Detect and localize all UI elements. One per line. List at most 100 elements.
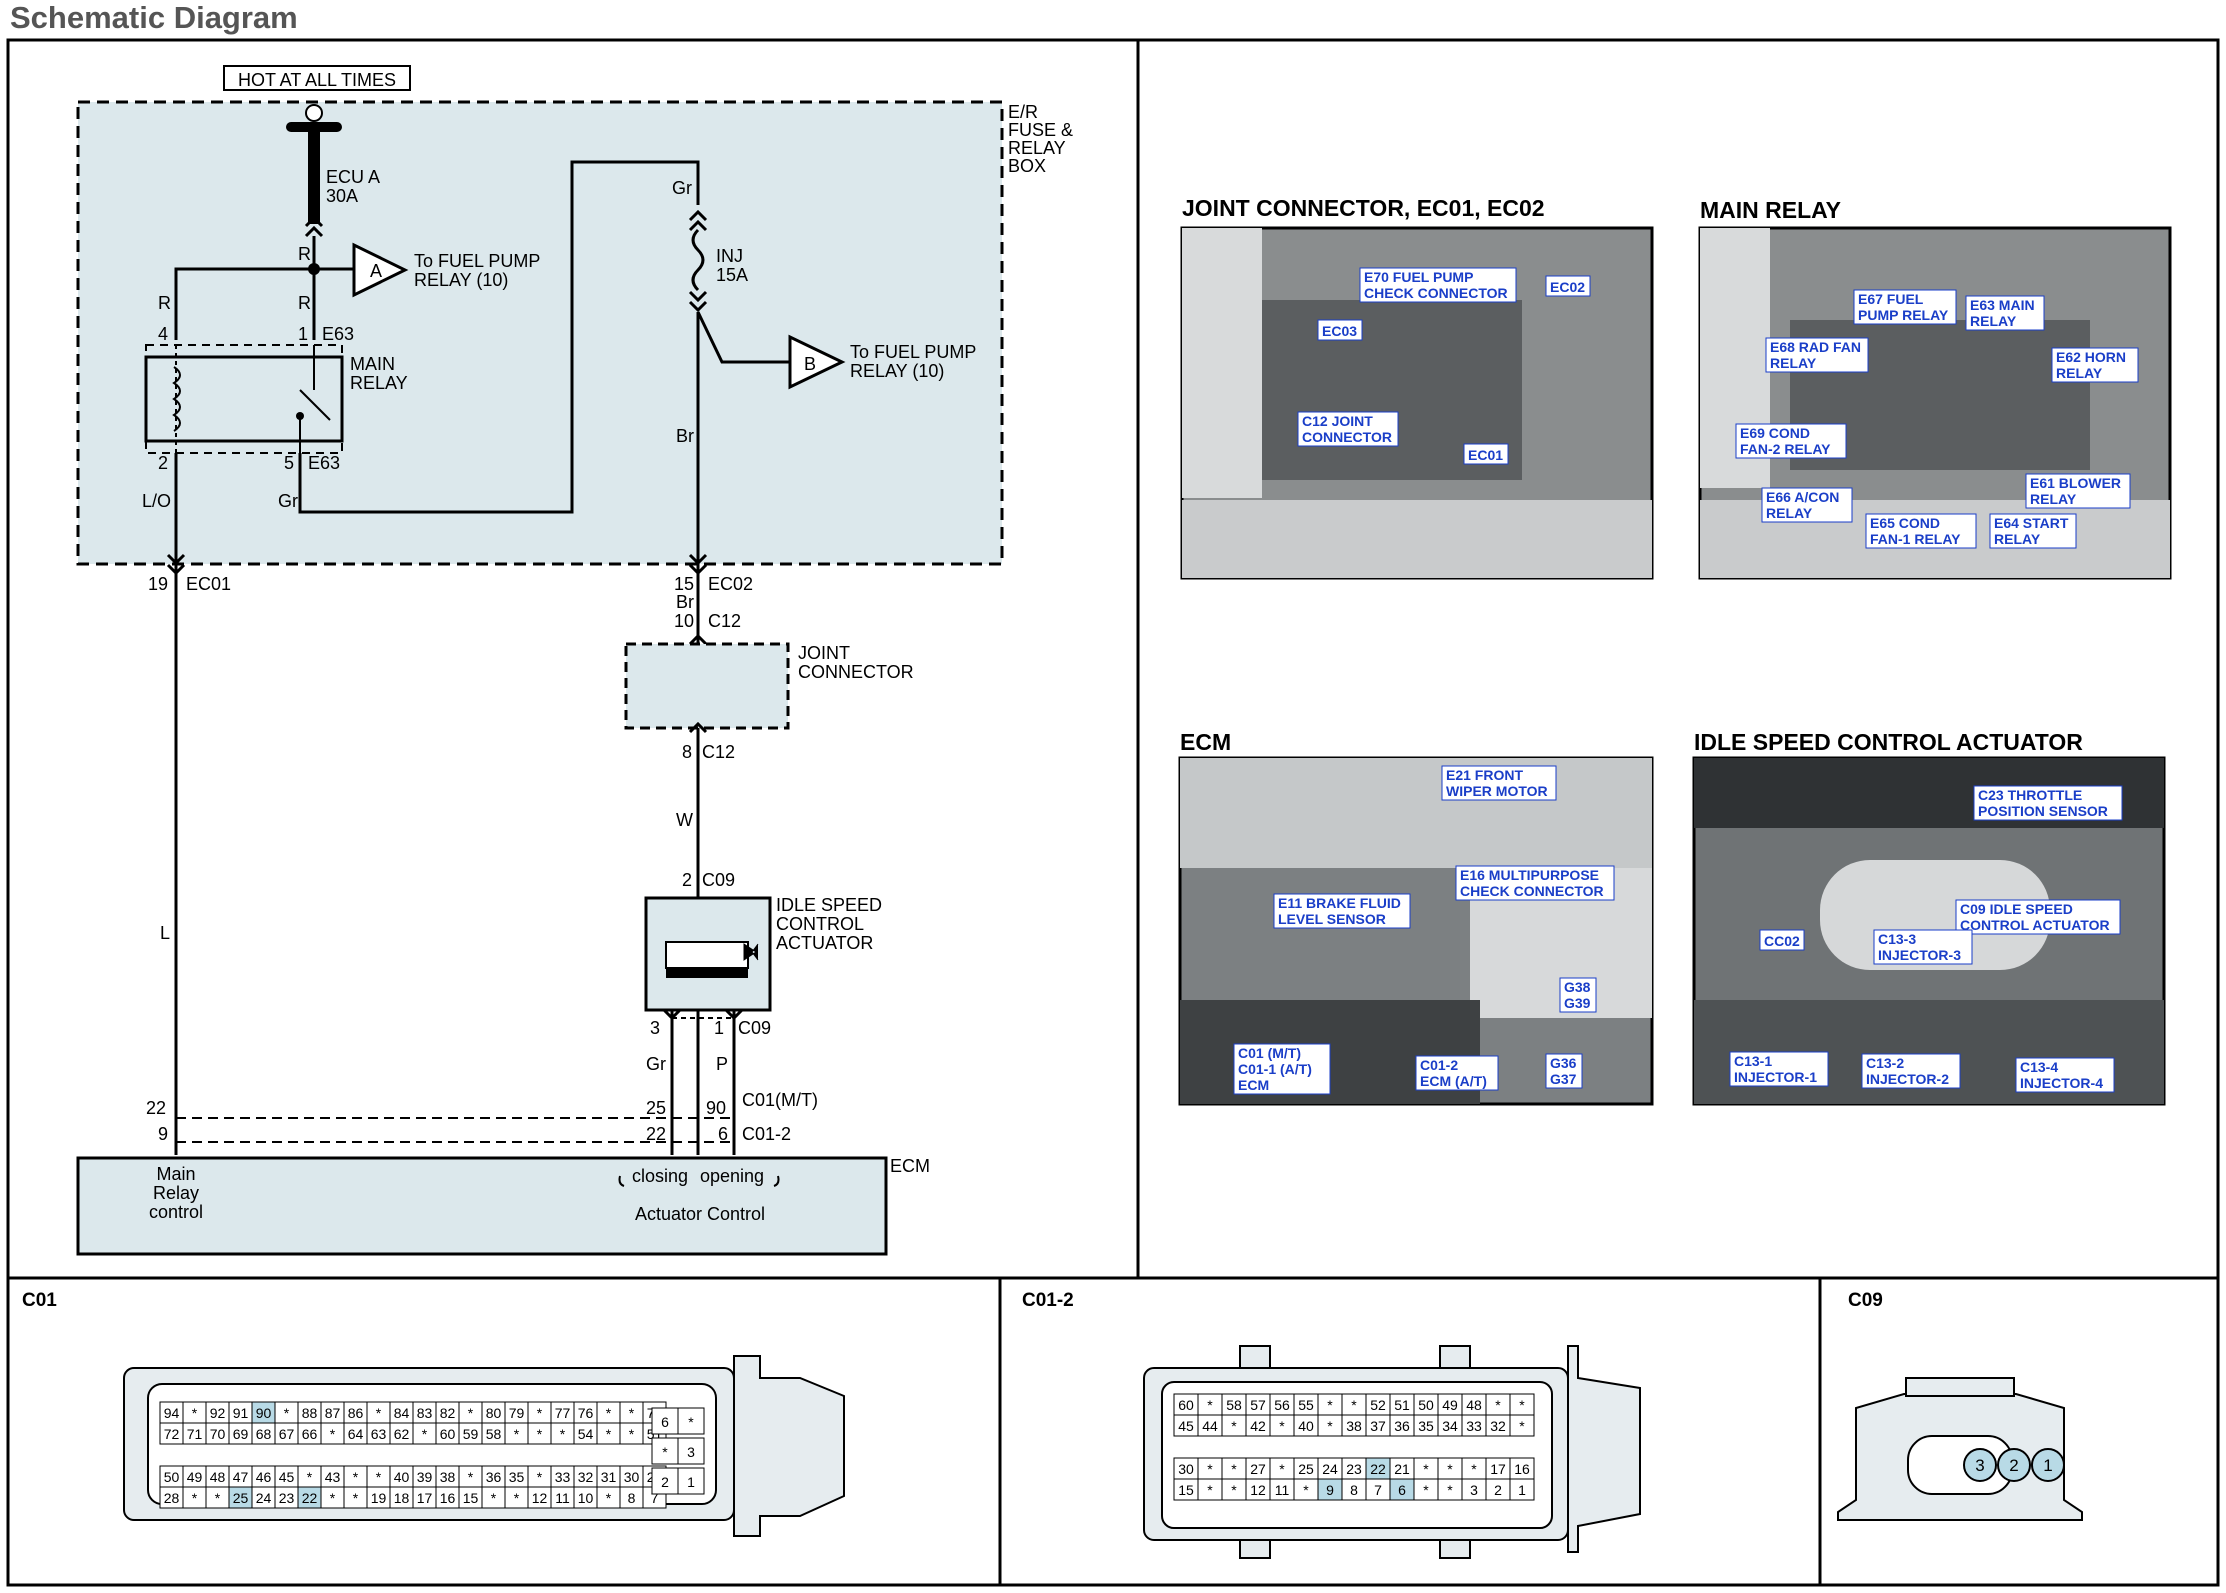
svg-text:C12 JOINT: C12 JOINT (1302, 413, 1373, 429)
pin-label: 8 (628, 1490, 636, 1506)
pin-label: 7 (1374, 1482, 1382, 1498)
svg-text:RELAY: RELAY (350, 373, 408, 393)
pin-label: 48 (210, 1469, 226, 1485)
svg-text:3: 3 (1975, 1456, 1984, 1475)
svg-text:E/R: E/R (1008, 102, 1038, 122)
pin-label: 6 (1398, 1482, 1406, 1498)
svg-text:FUSE &: FUSE & (1008, 120, 1073, 140)
pin-label: 68 (256, 1426, 272, 1442)
pin-label: * (1231, 1461, 1237, 1477)
svg-text:C13-1: C13-1 (1734, 1053, 1772, 1069)
pin-label: 7 (651, 1490, 659, 1506)
pin-label: 90 (256, 1405, 272, 1421)
pin-label: * (284, 1405, 290, 1421)
svg-text:E66 A/CON: E66 A/CON (1766, 489, 1839, 505)
svg-text:ECU A: ECU A (326, 167, 380, 187)
pin-label: 2 (1494, 1482, 1502, 1498)
pin-label: 79 (509, 1405, 525, 1421)
svg-text:CHECK CONNECTOR: CHECK CONNECTOR (1364, 285, 1508, 301)
pin-label: * (1303, 1482, 1309, 1498)
svg-text:CONNECTOR: CONNECTOR (1302, 429, 1392, 445)
pin-label: 42 (1250, 1418, 1266, 1434)
side-pin-cell (677, 1407, 705, 1435)
pin-label: 21 (1394, 1461, 1410, 1477)
pin-label: 57 (1250, 1397, 1266, 1413)
pin-label: 59 (463, 1426, 479, 1442)
photo-joint-connector: JOINT CONNECTOR, EC01, EC02 E70 FUEL PUM… (1180, 195, 1654, 580)
svg-text:C13-4: C13-4 (2020, 1059, 2058, 1075)
pin-label: 77 (555, 1405, 571, 1421)
pin-label: 11 (555, 1490, 570, 1506)
pin-label: * (1279, 1418, 1285, 1434)
pin-label: 32 (1490, 1418, 1506, 1434)
svg-text:E69 COND: E69 COND (1740, 425, 1810, 441)
pin-label: 67 (279, 1426, 295, 1442)
pin-label: * (1207, 1482, 1213, 1498)
svg-text:G36: G36 (1550, 1055, 1577, 1071)
pin-label: * (1351, 1397, 1357, 1413)
pin-label: 48 (1466, 1397, 1482, 1413)
pin-label: * (192, 1405, 198, 1421)
svg-text:C01 (M/T): C01 (M/T) (1238, 1045, 1301, 1061)
svg-text:PUMP RELAY: PUMP RELAY (1858, 307, 1949, 323)
pin-label: 70 (210, 1426, 226, 1442)
svg-text:INJECTOR-2: INJECTOR-2 (1866, 1071, 1949, 1087)
pin-label: 3 (1470, 1482, 1478, 1498)
svg-text:30A: 30A (326, 186, 358, 206)
svg-text:2: 2 (2009, 1456, 2018, 1475)
svg-text:BOX: BOX (1008, 156, 1046, 176)
svg-text:C09: C09 (1848, 1290, 1883, 1311)
svg-text:RELAY: RELAY (2030, 491, 2077, 507)
svg-text:EC02: EC02 (1550, 279, 1585, 295)
pin-label: 23 (1346, 1461, 1362, 1477)
pin-label: 16 (1514, 1461, 1530, 1477)
svg-text:E64 START: E64 START (1994, 515, 2069, 531)
hot-at-all-times-label: HOT AT ALL TIMES (238, 70, 396, 90)
pin-label: 91 (233, 1405, 249, 1421)
svg-text:RELAY: RELAY (1766, 505, 1813, 521)
pin-label: * (1495, 1397, 1501, 1413)
svg-text:FAN-2 RELAY: FAN-2 RELAY (1740, 441, 1831, 457)
svg-text:19: 19 (148, 574, 168, 594)
svg-text:RELAY (10): RELAY (10) (850, 361, 944, 381)
pin-label: 40 (1298, 1418, 1314, 1434)
page-title: Schematic Diagram (10, 0, 298, 35)
pin-label: 24 (256, 1490, 272, 1506)
svg-text:4: 4 (158, 324, 168, 344)
ecm-box (76, 1156, 888, 1256)
svg-text:INJECTOR-1: INJECTOR-1 (1734, 1069, 1817, 1085)
er-fuse-box (76, 100, 1004, 566)
svg-text:C01(M/T): C01(M/T) (742, 1090, 818, 1110)
svg-text:INJ: INJ (716, 246, 743, 266)
pin-label: 33 (1466, 1418, 1482, 1434)
svg-text:6: 6 (718, 1124, 728, 1144)
pin-label: * (514, 1426, 520, 1442)
svg-text:IDLE SPEED CONTROL ACTUATOR: IDLE SPEED CONTROL ACTUATOR (1694, 729, 2083, 755)
pin-label: * (1471, 1461, 1477, 1477)
pin-label: 17 (1490, 1461, 1506, 1477)
svg-text:WIPER MOTOR: WIPER MOTOR (1446, 783, 1548, 799)
pin-label: 37 (1370, 1418, 1386, 1434)
fuse-inj (691, 228, 705, 292)
pin-label: * (192, 1490, 198, 1506)
pin-label: * (1519, 1418, 1525, 1434)
pin-label: 25 (1298, 1461, 1314, 1477)
pin-label: * (606, 1405, 612, 1421)
panel-frame (6, 38, 2220, 1587)
svg-text:To FUEL PUMP: To FUEL PUMP (414, 251, 540, 271)
svg-text:Gr: Gr (646, 1054, 666, 1074)
svg-text:G39: G39 (1564, 995, 1591, 1011)
pin-label: 84 (394, 1405, 410, 1421)
pin-label: 66 (302, 1426, 318, 1442)
svg-text:90: 90 (706, 1098, 726, 1118)
svg-text:E67 FUEL: E67 FUEL (1858, 291, 1924, 307)
pin-label: * (330, 1426, 336, 1442)
er-fuse-box-label: E/R FUSE & RELAY BOX (1008, 102, 1073, 176)
svg-text:C01-2: C01-2 (742, 1124, 791, 1144)
pin-label: 24 (1322, 1461, 1338, 1477)
svg-text:2: 2 (158, 453, 168, 473)
pin-label: 64 (348, 1426, 364, 1442)
svg-text:CONTROL: CONTROL (776, 914, 864, 934)
svg-text:RELAY: RELAY (1008, 138, 1066, 158)
svg-text:Gr: Gr (672, 178, 692, 198)
